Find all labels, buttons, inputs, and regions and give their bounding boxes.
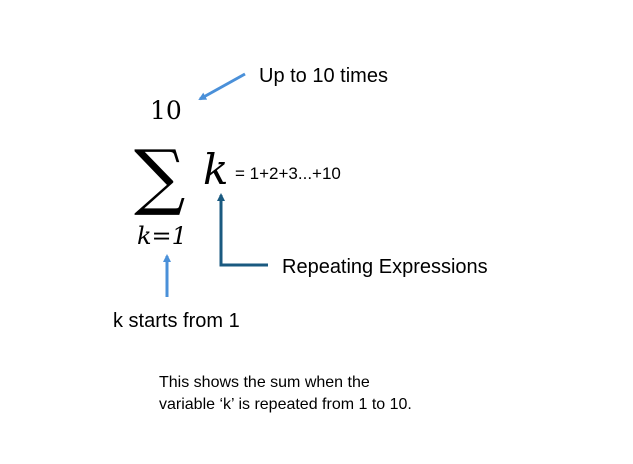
caption-line-1: This shows the sum when the [159, 374, 370, 391]
sigma-symbol: ∑ [134, 134, 185, 218]
term-arrow [217, 193, 268, 267]
caption-line-2: variable ‘k’ is repeated from 1 to 10. [159, 396, 412, 413]
upper-arrow [198, 72, 246, 101]
expansion: = 1+2+3...+10 [235, 164, 341, 183]
upper-annotation: Up to 10 times [259, 65, 388, 87]
term-annotation: Repeating Expressions [282, 256, 488, 278]
summand-term: k [203, 145, 228, 194]
lower-annotation: k starts from 1 [113, 310, 240, 332]
lower-limit: k=1 [137, 222, 187, 250]
upper-limit: 10 [150, 96, 182, 125]
